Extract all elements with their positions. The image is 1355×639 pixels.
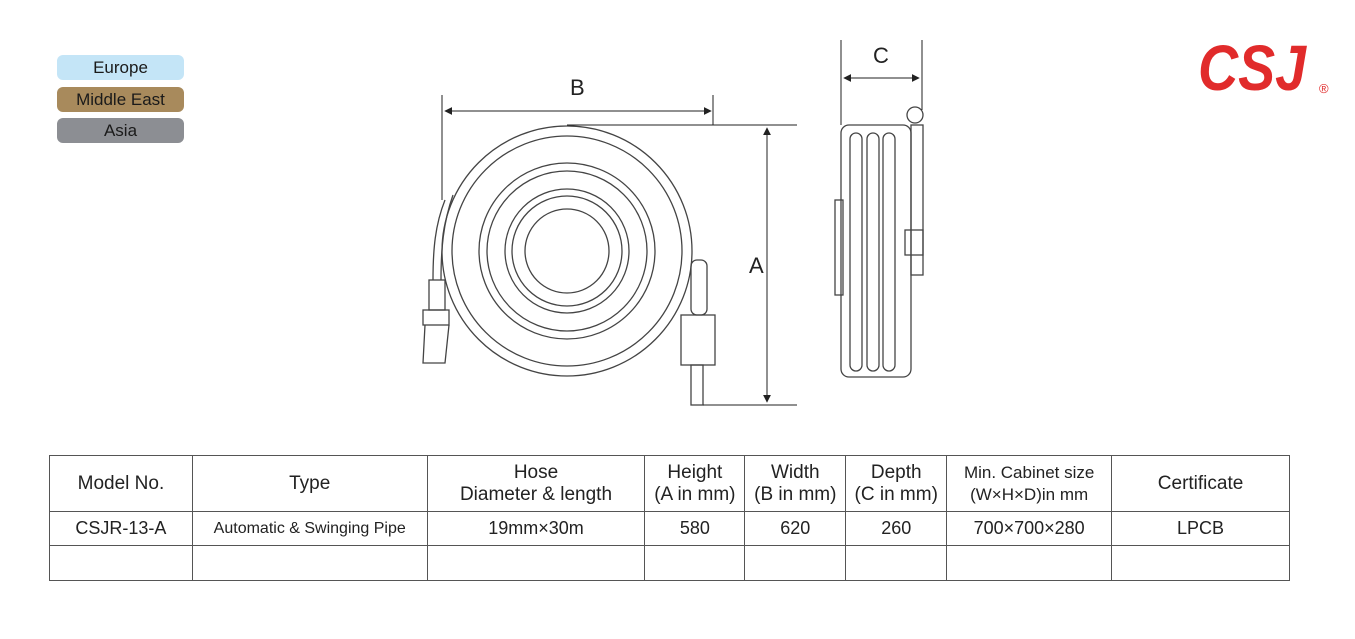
- dimension-label-a: A: [749, 253, 764, 278]
- cell-depth: 260: [845, 511, 948, 546]
- table-row-empty: [49, 545, 1290, 581]
- header-certificate: Certificate: [1111, 455, 1290, 512]
- cell-cabinet-size: 700×700×280: [946, 511, 1113, 546]
- cell-certificate: LPCB: [1111, 511, 1290, 546]
- dimension-lines: [441, 40, 923, 406]
- cell-width: 620: [744, 511, 847, 546]
- csj-logo: CSJ ®: [1198, 32, 1329, 100]
- header-type: Type: [191, 455, 428, 512]
- region-badge-middle-east: Middle East: [57, 87, 184, 112]
- hose-reel-technical-drawing: B A C: [422, 40, 924, 406]
- reel-front-view: [422, 125, 716, 406]
- region-badge-europe: Europe: [57, 55, 184, 80]
- header-height: Height(A in mm): [644, 455, 746, 512]
- cell-model-no: CSJR-13-A: [49, 511, 193, 546]
- dimension-label-c: C: [873, 43, 889, 68]
- header-min-cabinet-size: Min. Cabinet size(W×H×D)in mm: [946, 455, 1113, 512]
- reel-side-view: [834, 106, 924, 378]
- cell-hose: 19mm×30m: [426, 511, 646, 546]
- header-width: Width(B in mm): [744, 455, 847, 512]
- header-model-no: Model No.: [49, 455, 193, 512]
- header-depth: Depth(C in mm): [845, 455, 948, 512]
- dimension-label-b: B: [570, 75, 585, 100]
- cell-height: 580: [644, 511, 746, 546]
- region-badge-asia: Asia: [57, 118, 184, 143]
- registered-mark: ®: [1319, 81, 1329, 96]
- table-row: CSJR-13-A Automatic & Swinging Pipe 19mm…: [49, 511, 1290, 546]
- logo-text: CSJ: [1198, 32, 1307, 100]
- cell-type: Automatic & Swinging Pipe: [191, 511, 428, 546]
